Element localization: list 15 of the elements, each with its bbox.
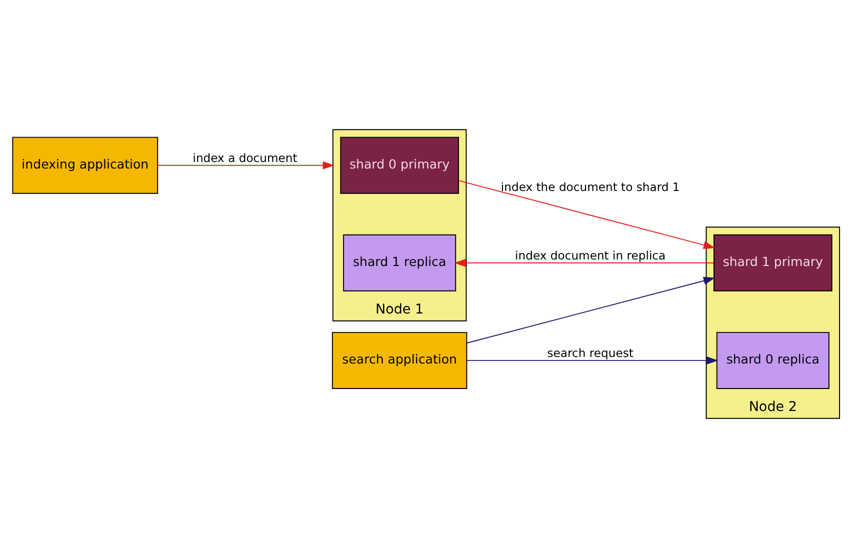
edge-label: search request	[547, 346, 634, 360]
node-box: shard 1 replica	[343, 234, 456, 291]
arrow	[454, 258, 714, 266]
node-box: search application	[332, 331, 468, 388]
arrow	[466, 356, 718, 364]
node-box: shard 0 replica	[716, 331, 830, 388]
arrow	[458, 180, 716, 248]
edge-label: index document in replica	[515, 248, 666, 262]
arrow	[466, 276, 716, 343]
edge-label: index a document	[192, 150, 298, 165]
arrow	[157, 160, 334, 169]
node-box: indexing application	[12, 136, 158, 194]
node-box: shard 0 primary	[340, 136, 459, 194]
node-box: shard 1 primary	[714, 234, 832, 291]
edge-label: index the document to shard 1	[500, 180, 680, 194]
